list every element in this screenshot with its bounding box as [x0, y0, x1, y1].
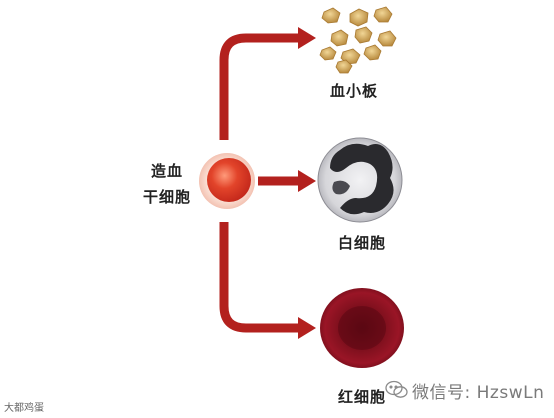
stem-cell-label-line2: 干细胞 [142, 188, 191, 206]
red-blood-cell [320, 288, 404, 368]
watermark-left: 大都鸡蛋 [4, 403, 44, 414]
stem-cell [199, 153, 255, 209]
white-blood-cell [317, 137, 403, 223]
arrow-group [219, 33, 300, 333]
platelets [319, 6, 397, 74]
wechat-icon [385, 380, 408, 398]
stem-cell-label-line1: 造血 [150, 162, 183, 180]
arrow-to-platelets [219, 33, 300, 140]
arrowheads [298, 27, 316, 339]
white-blood-cell-label: 白细胞 [338, 234, 387, 252]
red-blood-cell-label: 红细胞 [338, 388, 387, 406]
arrowhead-red-cells [298, 317, 316, 339]
arrowhead-white-cells [298, 170, 316, 192]
arrow-to-red-cells [219, 222, 300, 333]
watermark-wechat-id: 微信号: HzswLn [412, 383, 545, 403]
arrowhead-platelets [298, 27, 316, 49]
platelet-label: 血小板 [330, 82, 379, 100]
stem-cell-label: 造血 干细胞 [132, 158, 202, 210]
